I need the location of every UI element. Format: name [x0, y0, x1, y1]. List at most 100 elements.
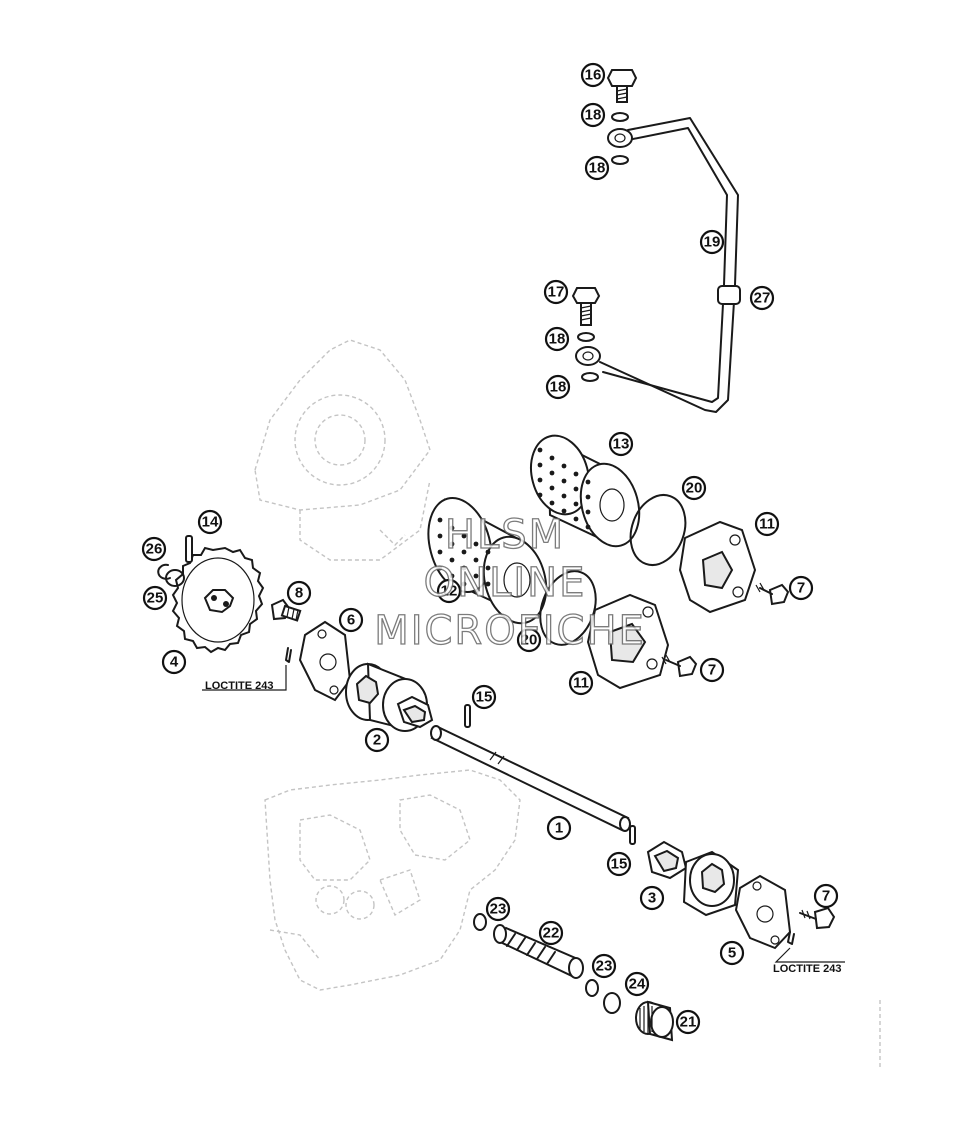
banjo-fitting-upper: [607, 128, 633, 148]
bolt-7c: [799, 906, 836, 930]
oil-pump-gear-4: [171, 546, 265, 654]
svg-text:24: 24: [629, 976, 646, 993]
callout-20: 20: [681, 475, 707, 501]
svg-text:3: 3: [648, 890, 656, 907]
sealing-washer-18b: [611, 155, 629, 165]
callout-15: 15: [606, 851, 632, 877]
callout-7: 7: [788, 575, 814, 601]
callout-23: 23: [591, 953, 617, 979]
svg-text:11: 11: [573, 675, 589, 692]
pin-15b: [629, 825, 636, 845]
svg-text:7: 7: [708, 662, 716, 679]
callout-3: 3: [639, 885, 665, 911]
cover-plate-5: [734, 874, 792, 950]
drain-plug-21: [635, 1000, 674, 1042]
pump-shaft-1: [430, 725, 631, 832]
o-ring-23b: [585, 979, 599, 997]
callout-27: 27: [749, 285, 775, 311]
svg-text:7: 7: [797, 580, 805, 597]
filter-cover-11b: [586, 593, 670, 690]
svg-text:15: 15: [611, 856, 628, 873]
callout-20: 20: [516, 627, 542, 653]
callout-18: 18: [545, 374, 571, 400]
callout-18: 18: [580, 102, 606, 128]
engine-cover-ghost: [254, 339, 431, 561]
filter-cover-11a: [678, 520, 757, 614]
svg-text:22: 22: [543, 925, 560, 942]
svg-text:14: 14: [202, 514, 219, 531]
washer-25: [165, 569, 185, 587]
callout-17: 17: [543, 279, 569, 305]
svg-text:18: 18: [589, 160, 606, 177]
svg-text:1: 1: [555, 820, 563, 837]
bolt-8: [270, 598, 302, 622]
callout-12: 12: [436, 578, 462, 604]
o-ring-24: [603, 992, 621, 1014]
line-clamp-27: [717, 285, 741, 305]
callout-11: 11: [568, 670, 594, 696]
pump-rotor-outer-right: [682, 850, 740, 917]
svg-text:4: 4: [170, 654, 179, 671]
callout-4: 4: [161, 649, 187, 675]
callout-14: 14: [197, 509, 223, 535]
svg-text:23: 23: [490, 901, 507, 918]
banjo-fitting-lower: [575, 346, 601, 366]
o-ring-20a: [629, 494, 687, 566]
callout-11: 11: [754, 511, 780, 537]
banjo-bolt-16: [606, 69, 638, 103]
oil-filter-13: [530, 434, 641, 548]
svg-text:17: 17: [548, 284, 565, 301]
callout-23: 23: [485, 896, 511, 922]
svg-text:23: 23: [596, 958, 613, 975]
svg-text:7: 7: [822, 888, 830, 905]
svg-text:25: 25: [147, 590, 164, 607]
svg-text:13: 13: [613, 436, 630, 453]
svg-text:8: 8: [295, 585, 303, 602]
svg-text:ONLINE: ONLINE: [424, 560, 587, 606]
cover-plate-6: [298, 620, 352, 702]
svg-text:MICROFICHE: MICROFICHE: [374, 608, 646, 654]
o-ring-23a: [473, 913, 487, 931]
callout-7: 7: [699, 657, 725, 683]
svg-text:HLSM: HLSM: [445, 512, 565, 558]
callout-18: 18: [584, 155, 610, 181]
callout-21: 21: [675, 1009, 701, 1035]
callout-6: 6: [338, 607, 364, 633]
svg-text:18: 18: [549, 331, 566, 348]
callout-18: 18: [544, 326, 570, 352]
callout-25: 25: [142, 585, 168, 611]
callout-22: 22: [538, 920, 564, 946]
svg-text:16: 16: [585, 67, 602, 84]
callout-26: 26: [141, 536, 167, 562]
bolt-7a: [755, 582, 790, 606]
loctite-note-left: LOCTITE 243: [205, 680, 273, 692]
callout-2: 2: [364, 727, 390, 753]
crankcase-ghost: [264, 769, 521, 991]
svg-text:15: 15: [476, 689, 493, 706]
oil-strainer-22: [493, 924, 584, 979]
loctite-drop-right: [787, 931, 795, 945]
o-ring-20b: [539, 570, 597, 646]
sealing-washer-18d: [581, 372, 599, 382]
svg-text:27: 27: [754, 290, 771, 307]
svg-text:2: 2: [373, 732, 381, 749]
sealing-washer-18a: [611, 112, 629, 122]
callout-15: 15: [471, 684, 497, 710]
pin-15a: [464, 704, 471, 728]
callout-1: 1: [546, 815, 572, 841]
loctite-leader-left: [202, 665, 287, 691]
svg-text:11: 11: [759, 516, 775, 533]
callout-16: 16: [580, 62, 606, 88]
watermark: HLSM ONLINE MICROFICHE: [374, 511, 646, 654]
banjo-bolt-17: [571, 287, 601, 326]
svg-text:20: 20: [521, 632, 538, 649]
loctite-leader-right: [774, 947, 845, 963]
svg-text:21: 21: [680, 1014, 697, 1031]
bolt-7b: [661, 654, 698, 678]
callout-7: 7: [813, 883, 839, 909]
callout-5: 5: [719, 940, 745, 966]
svg-text:12: 12: [441, 583, 458, 600]
svg-text:6: 6: [347, 612, 355, 629]
callout-24: 24: [624, 971, 650, 997]
